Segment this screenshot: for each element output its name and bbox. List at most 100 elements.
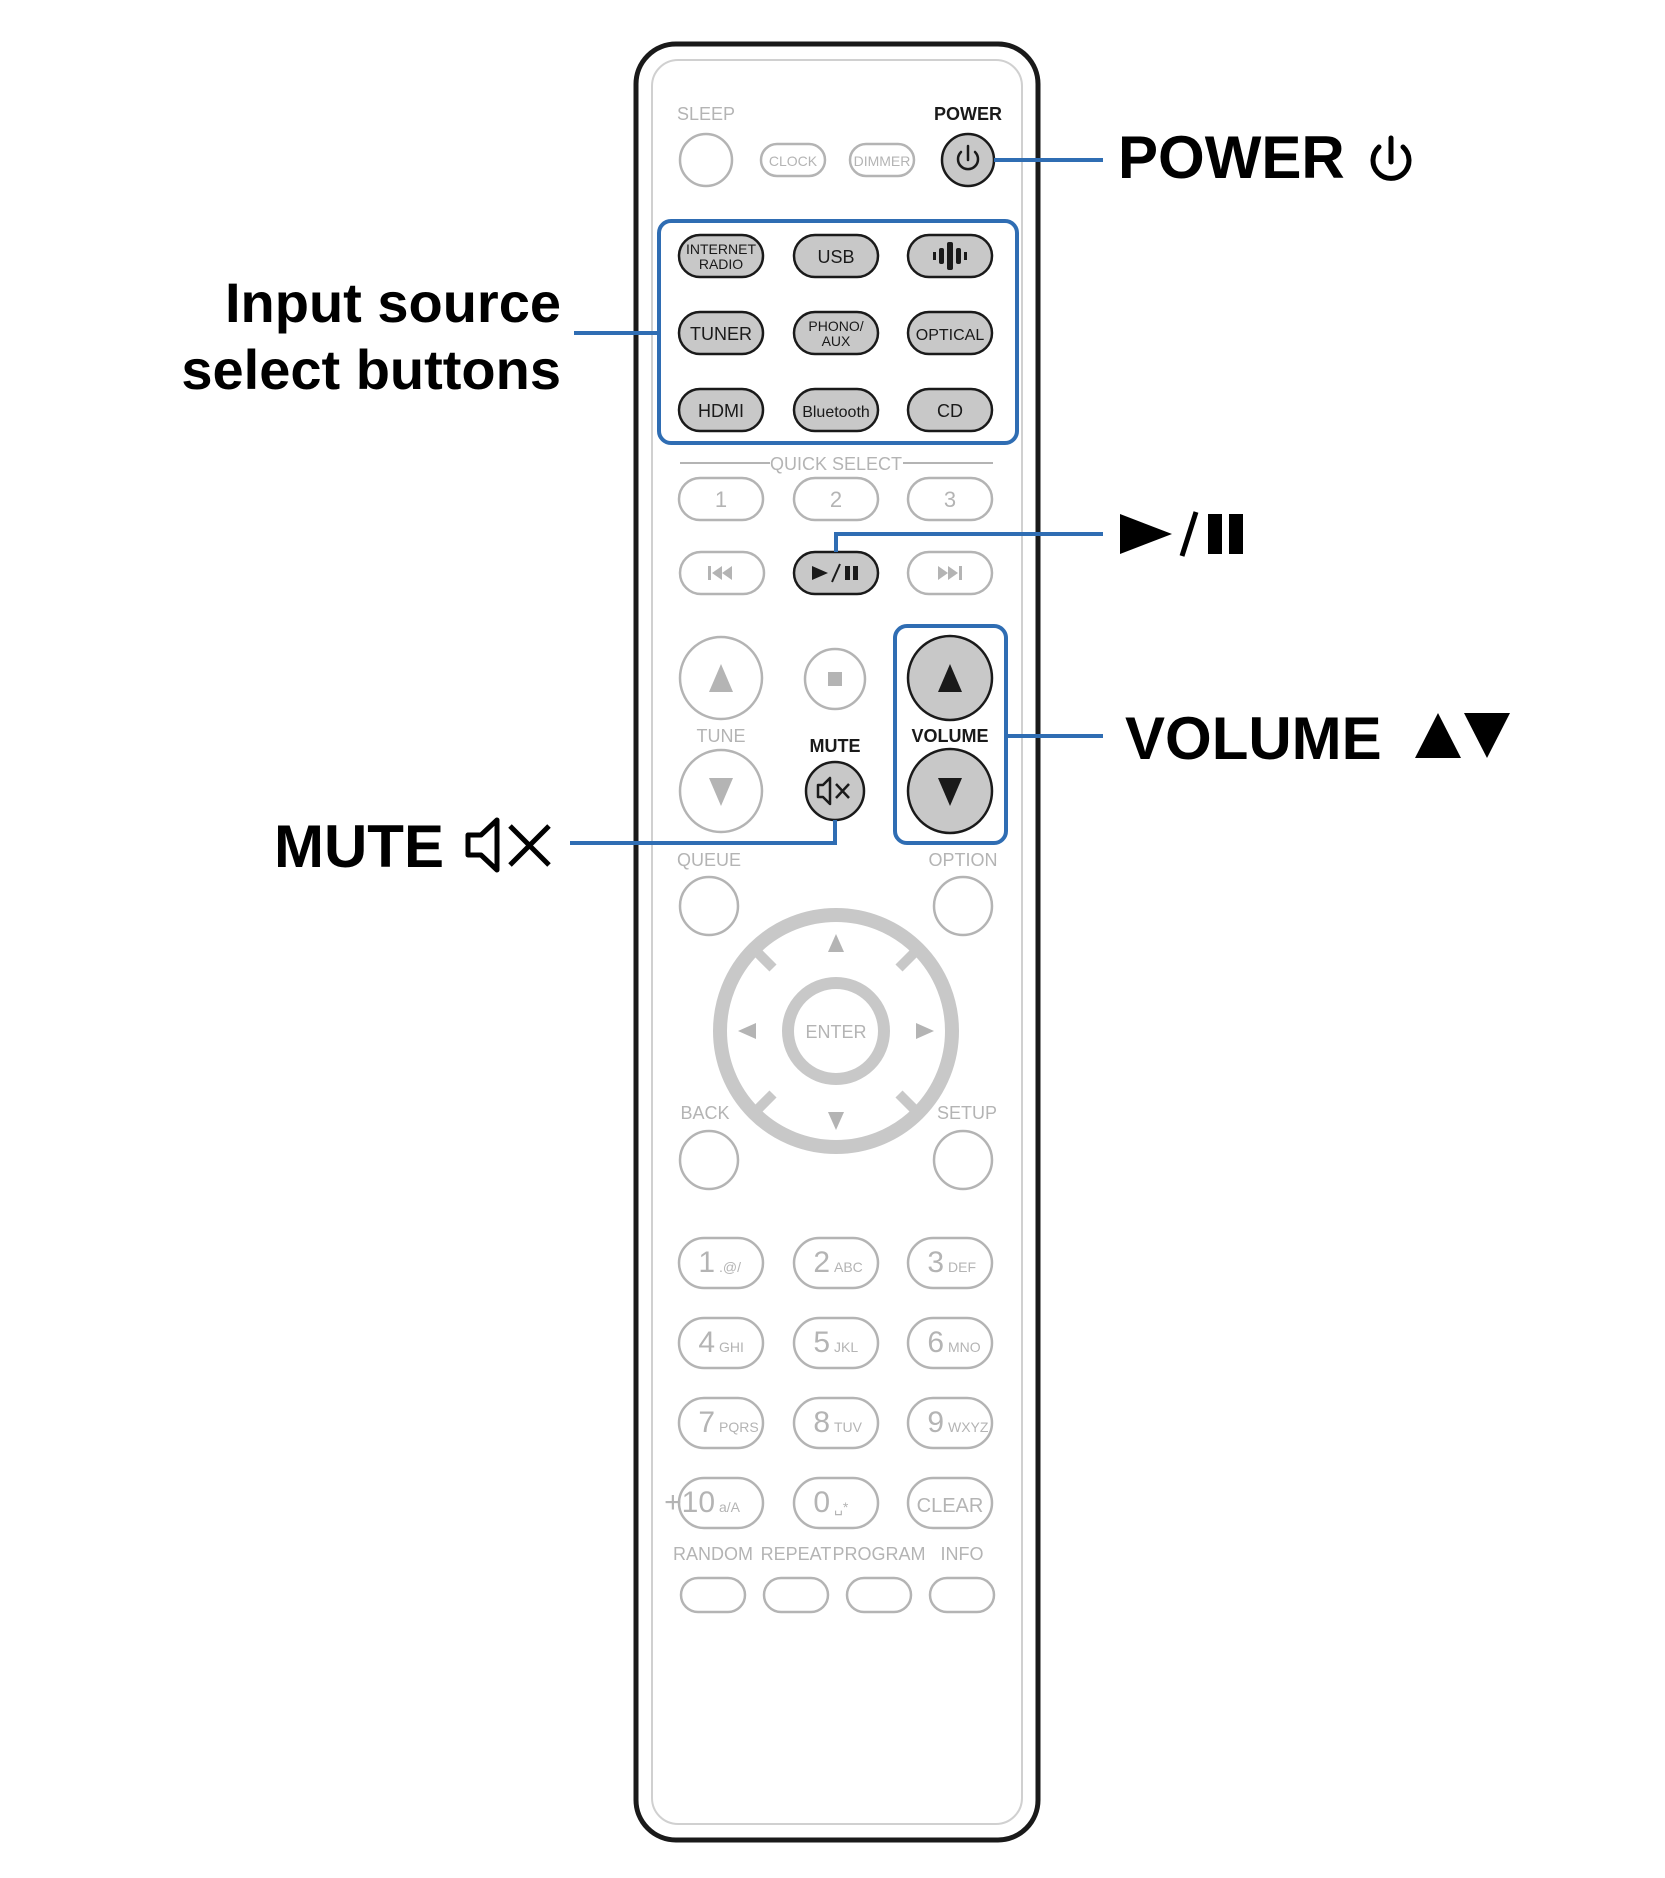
tune-down-icon <box>709 778 733 806</box>
input-source-callout-line1: Input source <box>225 271 561 334</box>
keypad-number: 9 <box>927 1406 944 1439</box>
clock-label: CLOCK <box>769 153 818 169</box>
keypad-number: 5 <box>813 1326 830 1359</box>
power-icon <box>956 144 980 171</box>
keypad-button[interactable] <box>677 1316 765 1370</box>
bottom-button-1[interactable] <box>762 1576 830 1614</box>
dpad-divider-nw <box>751 946 777 972</box>
keypad-button[interactable] <box>792 1236 880 1290</box>
dimmer-button[interactable] <box>848 142 916 178</box>
quick-select-button-3[interactable] <box>906 476 994 522</box>
mute-callout: MUTE <box>274 813 444 880</box>
source-button-1-0[interactable] <box>677 310 765 356</box>
keypad-number: 6 <box>927 1326 944 1359</box>
volume-callout-down-icon <box>1464 713 1510 758</box>
keypad-number: 7 <box>698 1406 715 1439</box>
power-callout: POWER <box>1118 124 1345 191</box>
source-label-2-2: CD <box>937 401 963 421</box>
source-label-0-0-a: INTERNET <box>686 241 756 257</box>
queue-button[interactable] <box>678 875 740 937</box>
mute-icon <box>816 776 850 806</box>
source-button-1-1[interactable] <box>792 310 880 356</box>
setup-button[interactable] <box>932 1129 994 1191</box>
volume-label: VOLUME <box>911 726 988 746</box>
source-label-2-1: Bluetooth <box>802 404 870 421</box>
play-pause-callout <box>1120 511 1243 557</box>
keypad-button[interactable] <box>906 1476 994 1530</box>
power-label: POWER <box>934 104 1002 124</box>
back-label: BACK <box>680 1103 729 1123</box>
quick-select-label-2: 2 <box>830 487 842 512</box>
keypad-letters: WXYZ <box>948 1419 989 1435</box>
heos-icon <box>933 242 967 270</box>
play-pause-icon <box>812 563 858 583</box>
keypad-button[interactable] <box>792 1396 880 1450</box>
setup-label: SETUP <box>937 1103 997 1123</box>
source-button-0-1[interactable] <box>792 233 880 279</box>
input-source-callout-line2: select buttons <box>181 338 561 401</box>
source-button-0-0[interactable] <box>677 233 765 279</box>
keypad-letters: .@/ <box>719 1259 741 1275</box>
source-label-2-0: HDMI <box>698 401 744 421</box>
queue-label: QUEUE <box>677 850 741 870</box>
option-button[interactable] <box>932 875 994 937</box>
sleep-label: SLEEP <box>677 104 735 124</box>
dpad-divider-sw <box>751 1090 777 1116</box>
clock-button[interactable] <box>759 142 827 178</box>
source-button-2-0[interactable] <box>677 387 765 433</box>
keypad-number: +10 <box>664 1486 715 1519</box>
keypad-number: 3 <box>927 1246 944 1279</box>
keypad-button[interactable] <box>906 1396 994 1450</box>
dpad-right-icon[interactable] <box>916 1023 934 1039</box>
sleep-button[interactable] <box>678 132 734 188</box>
dpad-divider-ne <box>895 946 921 972</box>
keypad-button[interactable] <box>792 1316 880 1370</box>
keypad-letters: GHI <box>719 1339 744 1355</box>
quick-select-button-1[interactable] <box>677 476 765 522</box>
source-button-1-2[interactable] <box>906 310 994 356</box>
bottom-button-3[interactable] <box>928 1576 996 1614</box>
enter-label: ENTER <box>805 1022 866 1042</box>
source-label-0-0-b: RADIO <box>699 256 743 272</box>
dpad-left-icon[interactable] <box>738 1023 756 1039</box>
keypad-button[interactable] <box>906 1236 994 1290</box>
dpad-down-icon[interactable] <box>828 1112 844 1130</box>
stop-icon <box>828 672 842 686</box>
mute-callout-icon <box>465 817 551 873</box>
tune-up-icon <box>709 664 733 692</box>
quick-select-label-1: 1 <box>715 487 727 512</box>
quick-select-button-2[interactable] <box>792 476 880 522</box>
source-button-2-2[interactable] <box>906 387 994 433</box>
keypad-button[interactable] <box>677 1236 765 1290</box>
remote-inner-border <box>651 59 1023 1825</box>
keypad-button[interactable] <box>677 1396 765 1450</box>
keypad-letters: PQRS <box>719 1419 759 1435</box>
keypad-button[interactable] <box>906 1316 994 1370</box>
bottom-button-0[interactable] <box>679 1576 747 1614</box>
mute-button[interactable] <box>804 760 866 822</box>
mute-label: MUTE <box>810 736 861 756</box>
keypad-button[interactable] <box>677 1476 765 1530</box>
bottom-button-2[interactable] <box>845 1576 913 1614</box>
keypad-number: CLEAR <box>917 1495 984 1517</box>
enter-button[interactable] <box>782 977 890 1085</box>
quick-select-label: QUICK SELECT <box>770 454 902 474</box>
previous-icon <box>708 566 732 580</box>
quick-select-label-3: 3 <box>944 487 956 512</box>
keypad-button[interactable] <box>792 1476 880 1530</box>
dimmer-label: DIMMER <box>854 153 911 169</box>
volume-callout: VOLUME <box>1125 705 1382 772</box>
source-button-2-1[interactable] <box>792 387 880 433</box>
keypad-letters: MNO <box>948 1339 981 1355</box>
keypad-number: 0 <box>813 1486 830 1519</box>
mute-leader-line <box>570 820 837 845</box>
option-label: OPTION <box>928 850 997 870</box>
dpad-up-icon[interactable] <box>828 934 844 952</box>
back-button[interactable] <box>678 1129 740 1191</box>
source-label-1-2: OPTICAL <box>916 327 985 344</box>
bottom-label-1: REPEAT <box>761 1544 832 1564</box>
bottom-label-3: INFO <box>941 1544 984 1564</box>
volume-up-icon <box>938 664 962 692</box>
keypad-number: 2 <box>813 1246 830 1279</box>
